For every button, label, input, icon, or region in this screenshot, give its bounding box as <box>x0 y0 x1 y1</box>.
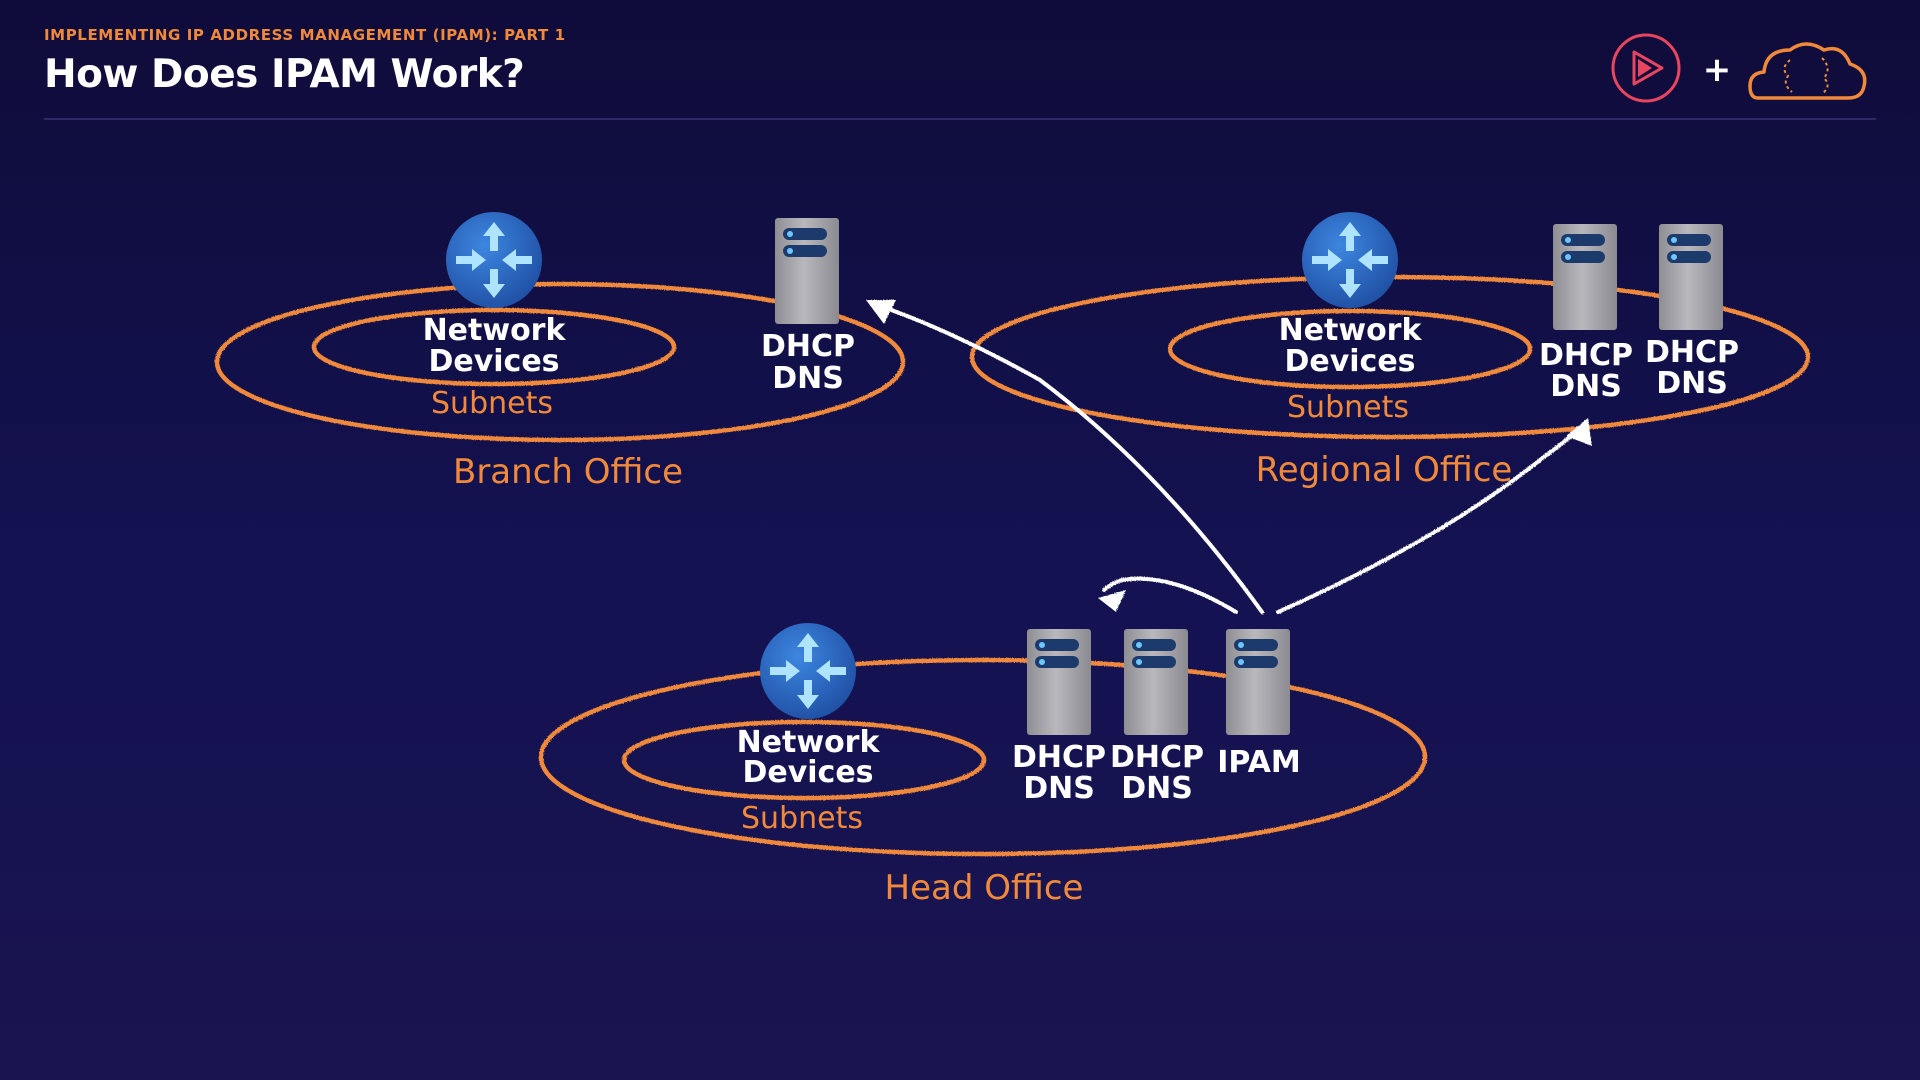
branch-subnets-label: Subnets <box>431 386 553 421</box>
head-server1-label-1: DHCP <box>1012 740 1106 775</box>
head-subnets-label: Subnets <box>741 801 863 836</box>
router-icon <box>1302 212 1398 308</box>
server-icon <box>1124 629 1188 735</box>
head-server2-label-1: DHCP <box>1110 740 1204 775</box>
arrowhead-regional <box>1566 418 1592 446</box>
slide-title: How Does IPAM Work? <box>44 52 525 97</box>
brand-logos: + <box>1611 33 1867 103</box>
head-devices-label-2: Devices <box>742 755 873 790</box>
branch-office-group: Network Devices Subnets DHCP DNS Branch … <box>214 212 906 492</box>
branch-server-label-1: DHCP <box>761 329 855 364</box>
branch-devices-label-1: Network <box>423 313 567 348</box>
ipam-arrows <box>866 300 1592 614</box>
arrow-to-head-dhcp <box>1102 576 1238 614</box>
server-icon <box>1553 224 1617 330</box>
branch-server-label-2: DNS <box>772 361 844 396</box>
head-devices-label-1: Network <box>737 725 881 760</box>
branch-subnet-ring <box>311 307 677 387</box>
head-server1-label-2: DNS <box>1023 771 1095 806</box>
regional-subnets-label: Subnets <box>1287 390 1409 425</box>
head-office-group: Network Devices Subnets DHCP DNS DHCP DN… <box>538 623 1428 908</box>
cloud-brain-icon <box>1748 42 1867 100</box>
regional-office-label: Regional Office <box>1256 450 1513 490</box>
ipam-server-icon <box>1226 629 1290 735</box>
head-subnet-ring <box>621 719 987 801</box>
server-icon <box>1659 224 1723 330</box>
head-ipam-label: IPAM <box>1217 745 1300 780</box>
router-icon <box>760 623 856 719</box>
regional-server2-label-2: DNS <box>1656 366 1728 401</box>
arrowhead-head-dhcp <box>1098 590 1126 612</box>
regional-devices-label-1: Network <box>1279 313 1423 348</box>
regional-server1-label-2: DNS <box>1550 369 1622 404</box>
regional-office-group: Network Devices Subnets DHCP DNS DHCP DN… <box>969 212 1811 490</box>
slide-header: IMPLEMENTING IP ADDRESS MANAGEMENT (IPAM… <box>44 26 566 97</box>
plus-sign: + <box>1703 50 1732 90</box>
server-icon <box>775 218 839 324</box>
branch-office-ring <box>214 281 906 443</box>
play-circle-icon <box>1611 33 1681 103</box>
head-server2-label-2: DNS <box>1121 771 1193 806</box>
header-divider <box>44 118 1876 120</box>
slide-subtitle: IMPLEMENTING IP ADDRESS MANAGEMENT (IPAM… <box>44 26 566 44</box>
branch-devices-label-2: Devices <box>428 344 559 379</box>
regional-devices-label-2: Devices <box>1284 344 1415 379</box>
arrow-to-regional <box>1276 426 1582 614</box>
regional-server1-label-1: DHCP <box>1539 338 1633 373</box>
head-office-label: Head Office <box>885 868 1084 908</box>
router-icon <box>446 212 542 308</box>
regional-server2-label-1: DHCP <box>1645 335 1739 370</box>
server-icon <box>1027 629 1091 735</box>
arrowhead-branch <box>866 300 896 324</box>
head-office-ring <box>538 657 1428 857</box>
branch-office-label: Branch Office <box>453 452 683 492</box>
arrow-to-branch <box>878 304 1264 614</box>
regional-subnet-ring <box>1167 308 1533 390</box>
